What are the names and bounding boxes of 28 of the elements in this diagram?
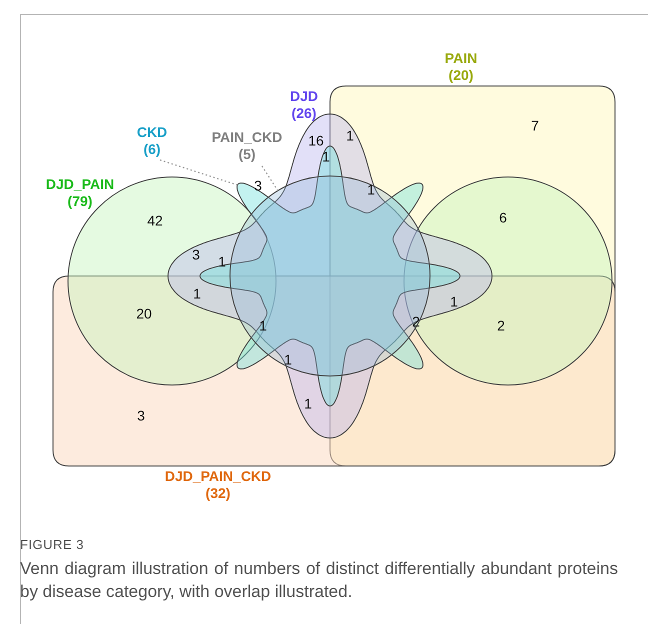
set-label: PAIN_CKD (5) bbox=[212, 129, 282, 163]
count-label: 1 bbox=[193, 286, 201, 302]
count-label: 2 bbox=[497, 318, 505, 334]
set-label: DJD (26) bbox=[290, 88, 318, 122]
count-label: 1 bbox=[346, 128, 354, 144]
count-label: 1 bbox=[322, 150, 330, 164]
count-label: 3 bbox=[192, 248, 200, 262]
set-label: CKD (6) bbox=[136, 124, 168, 158]
figure-number: FIGURE 3 bbox=[20, 537, 84, 552]
count-label: 42 bbox=[147, 214, 163, 228]
count-label: 1 bbox=[450, 294, 458, 310]
count-label: 1 bbox=[259, 318, 267, 334]
count-label: 1 bbox=[367, 182, 375, 198]
count-label: 1 bbox=[284, 352, 292, 368]
count-label: 2 bbox=[412, 314, 420, 330]
count-label: 3 bbox=[137, 408, 145, 424]
leader-line bbox=[262, 166, 278, 192]
count-label: 3 bbox=[254, 178, 262, 194]
set-label: PAIN (20) bbox=[444, 50, 478, 84]
count-label: 6 bbox=[499, 210, 507, 226]
count-label: 20 bbox=[136, 306, 152, 322]
count-label: 7 bbox=[531, 118, 539, 134]
set-label: DJD_PAIN_CKD (32) bbox=[164, 468, 272, 502]
count-label: 16 bbox=[308, 134, 324, 148]
count-label: 1 bbox=[304, 396, 312, 412]
figure-caption: Venn diagram illustration of numbers of distinct differentially abundant proteins by disease category, with overlap illustrated. bbox=[20, 558, 618, 603]
set-label: DJD_PAIN (79) bbox=[46, 176, 114, 210]
leader-line bbox=[160, 159, 238, 186]
